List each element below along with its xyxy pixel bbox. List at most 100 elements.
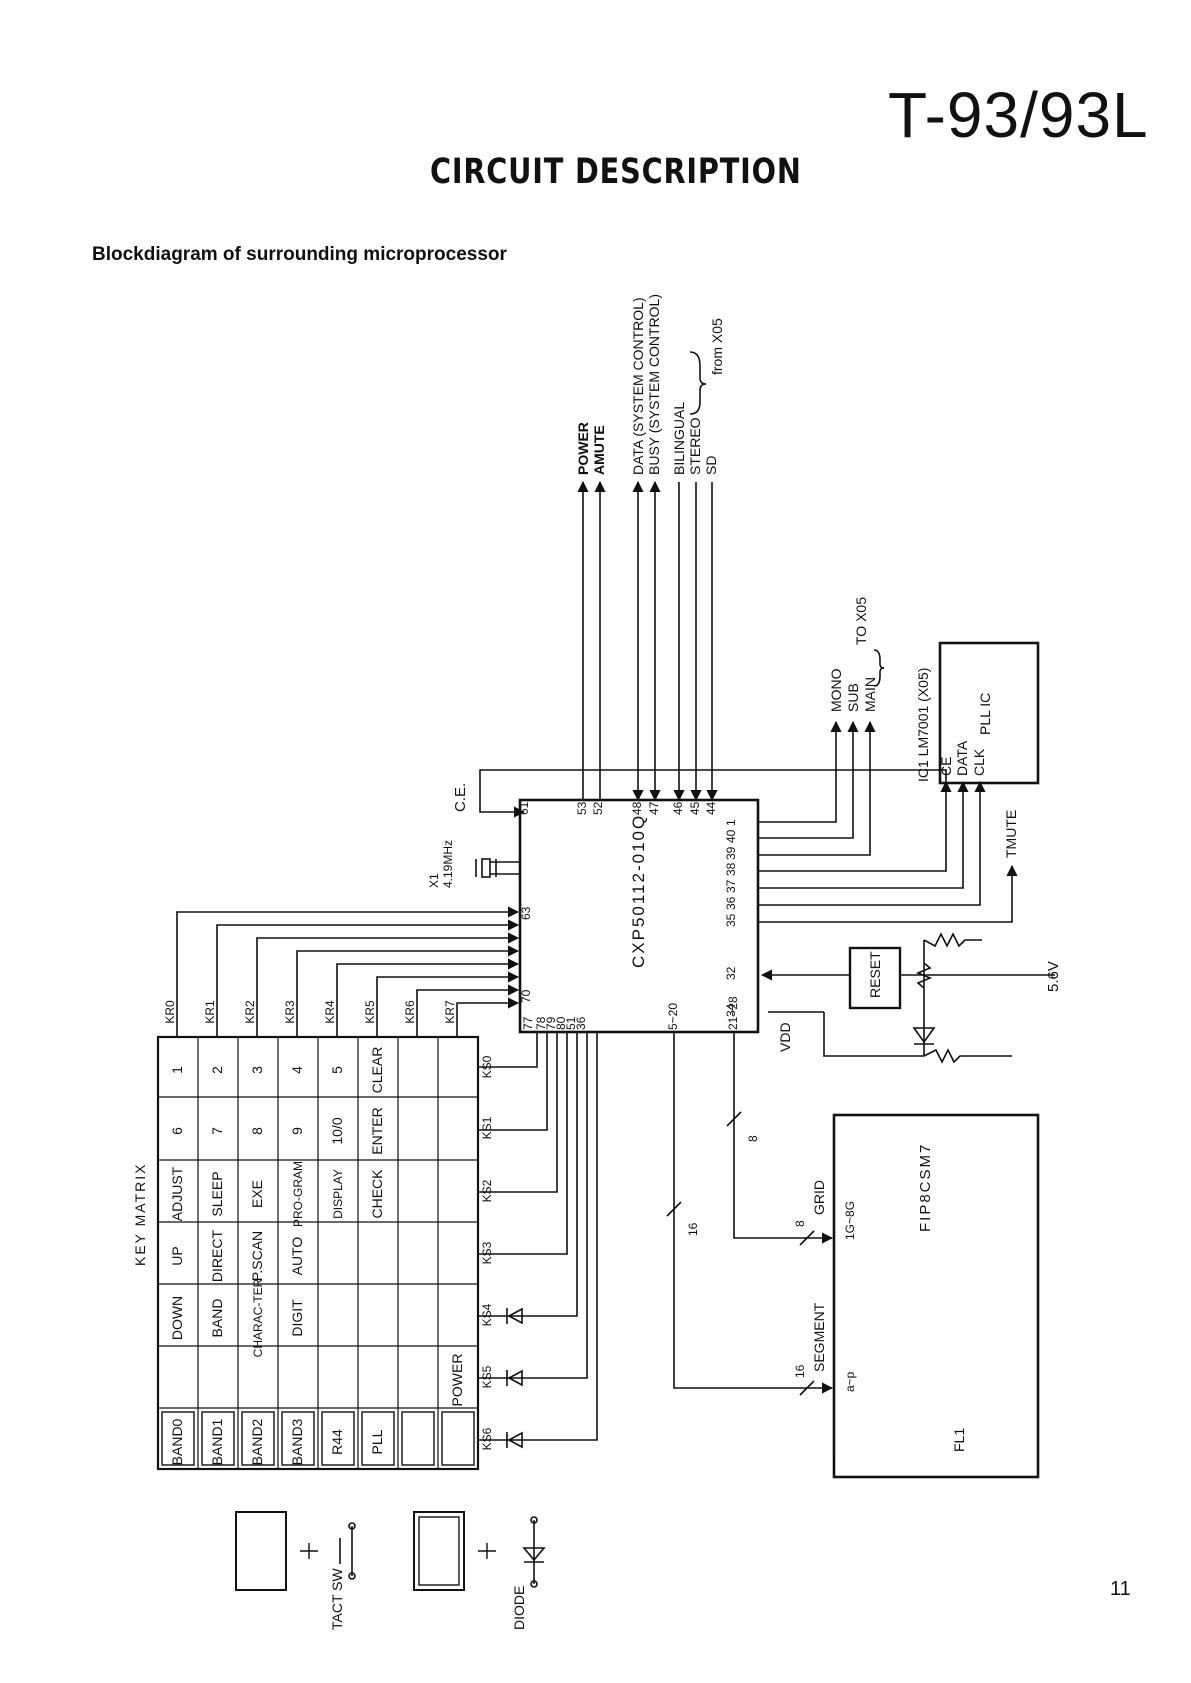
pll-ce-line [758,780,952,872]
key-cell: BAND3 [289,1418,305,1465]
pin-61: 61 [517,801,531,815]
fip-grid-pins: 1G~8G [843,1201,857,1240]
pll-clk: CLK [971,748,987,776]
pin-63: 63 [519,906,533,920]
pin-21-28: 21~28 [726,996,740,1030]
key-cell: CLEAR [369,1047,385,1094]
pin-45: 45 [688,801,702,815]
pin-35: 35 [724,913,738,927]
key-cell: BAND0 [169,1418,185,1465]
pin-80: 80 [554,1016,568,1030]
reset-resistor [915,962,933,989]
ks6-diode [507,1431,523,1449]
pin-51: 51 [564,1016,578,1030]
main-line [758,720,876,856]
pin-37: 37 [724,879,738,893]
legend-framed-key [413,1511,465,1591]
label-power: POWER [575,422,591,475]
pll-ref: IC1 LM7001 (X05) [915,668,931,782]
ks-label: KS1 [480,1116,494,1139]
key-cell: DOWN [169,1296,185,1340]
key-cell: BAND2 [249,1418,265,1465]
ks0-line [478,1032,538,1068]
key-cell: 4 [289,1066,305,1074]
pin-78: 78 [534,1016,548,1030]
ks-label: KS0 [480,1055,494,1078]
key-matrix-title: KEY MATRIX [132,1162,148,1266]
pll-name: PLL IC [977,693,993,735]
key-cell: R44 [329,1429,345,1455]
ks-label: KS2 [480,1179,494,1202]
kr6-line [416,984,520,1037]
page-number: 11 [1110,1578,1131,1600]
pin-32: 32 [724,966,738,980]
ce-line [479,769,947,818]
ks4-diode [507,1307,523,1325]
kr-label: KR6 [403,1000,417,1024]
pll-data-line [758,780,969,889]
label-amute: AMUTE [591,425,607,475]
pin-38: 38 [724,862,738,876]
pll-clk-line [758,780,986,906]
pin-44: 44 [704,801,718,815]
ks-label: KS5 [480,1365,494,1388]
key-cell: CHECK [369,1169,385,1219]
kr-label: KR5 [363,1000,377,1024]
key-cell: 3 [249,1066,265,1074]
key-cell: AUTO [289,1237,305,1276]
kr0-line [176,906,520,1037]
fip-ref: FL1 [951,1428,967,1452]
kr4-line [336,958,520,1037]
pin-79: 79 [544,1016,558,1030]
pll-ic-box [938,641,1040,785]
bus-8a: 8 [746,1135,760,1142]
key-cell: ADJUST [169,1166,185,1221]
vdd-resistor [923,1048,1012,1064]
key-cell: 1 [169,1066,185,1074]
label-main: MAIN [862,677,878,712]
pin-46: 46 [671,801,685,815]
pin-48: 48 [630,801,644,815]
mono-line [758,720,842,823]
key-cell: CHARAC-TER [251,1278,265,1357]
vdd-pin-line [823,1012,924,1057]
key-cell: DIRECT [209,1230,225,1283]
pin-39: 39 [724,846,738,860]
pin-34: 34 [724,1003,738,1017]
reset-label: RESET [867,951,883,998]
bus-16b: 16 [793,1364,807,1378]
vdd-label: VDD [777,1022,793,1052]
segment-bus [673,1032,834,1394]
kr-label: KR7 [443,1000,457,1024]
pll-data: DATA [954,740,970,776]
pin-52: 52 [591,801,605,815]
pin-47: 47 [647,801,661,815]
ks5-line [478,1032,588,1379]
key-cell: UP [169,1246,185,1265]
key-cell: SLEEP [209,1171,225,1216]
label-sd: SD [703,456,719,475]
key-cell: BAND1 [209,1418,225,1465]
pin-70: 70 [519,989,533,1003]
pin-5-20: 5~20 [666,1003,680,1030]
key-cell: EXE [249,1180,265,1208]
key-cell: DISPLAY [331,1169,345,1219]
segment-label: SEGMENT [811,1302,827,1372]
pll-ce: CE [938,757,954,776]
from-x05-brace [689,351,707,415]
ks2-line [478,1032,558,1193]
kr1-line [216,919,520,1037]
legend-diode: DIODE [511,1586,527,1630]
label-bilingual: BILINGUAL [671,402,687,475]
reset-box [848,946,902,1010]
pin-36: 36 [724,896,738,910]
key-cell: 7 [209,1127,225,1135]
legend-tact: TACT SW [329,1568,345,1630]
bus-16a: 16 [686,1222,700,1236]
pin-36b: 36 [574,1016,588,1030]
key-cell: ENTER [369,1107,385,1154]
legend-arrow-2 [478,1543,496,1559]
key-cell: PRO-GRAM [291,1161,305,1227]
label-mono: MONO [828,668,844,712]
